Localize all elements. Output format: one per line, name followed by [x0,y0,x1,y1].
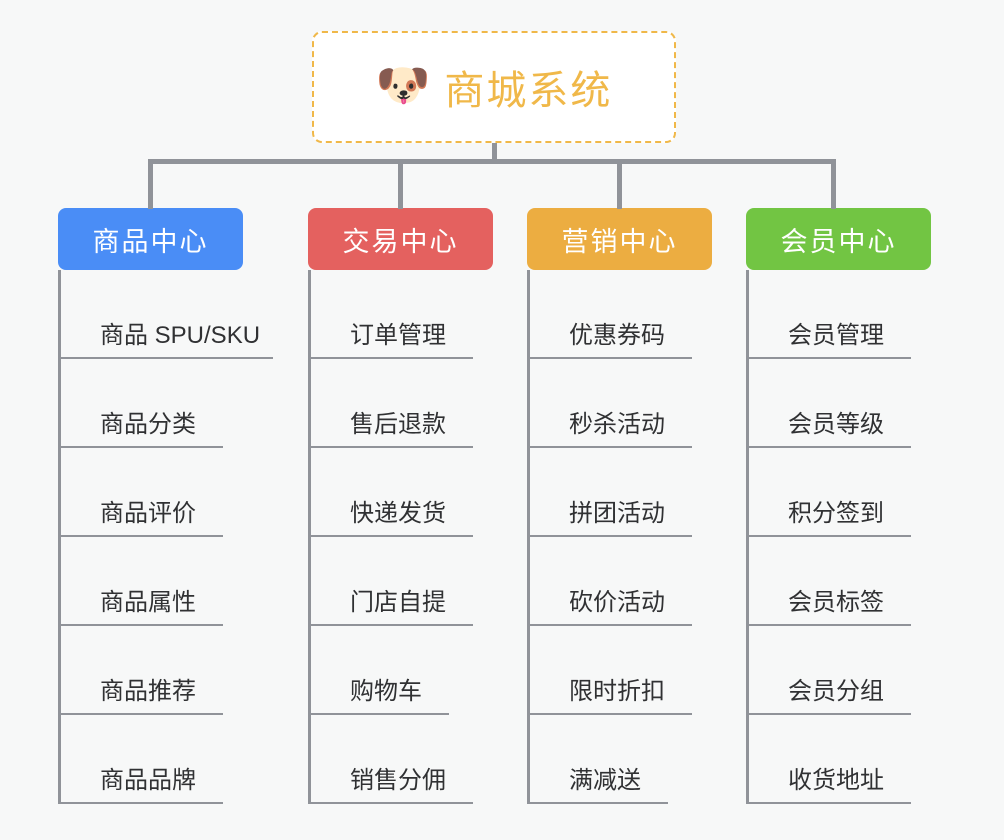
list-item-label: 商品属性 [100,589,196,616]
list-item-label: 商品分类 [100,411,196,438]
list-item-label: 会员分组 [788,678,884,705]
list-item[interactable]: 积分签到 [749,448,931,537]
item-underline [61,446,223,448]
item-underline [61,624,223,626]
list-item[interactable]: 会员分组 [749,626,931,715]
category-label: 会员中心 [780,226,897,257]
connector-drop-marketing-center [617,159,622,209]
list-item-label: 销售分佣 [350,767,446,794]
item-underline [61,802,223,804]
list-item-label: 商品推荐 [100,678,196,705]
list-item[interactable]: 砍价活动 [530,537,712,626]
list-item[interactable]: 商品推荐 [61,626,243,715]
item-underline [311,357,473,359]
item-underline [530,802,668,804]
list-item[interactable]: 收货地址 [749,715,931,804]
connector-drop-trade-center [398,159,403,209]
item-underline [749,713,911,715]
list-item-label: 秒杀活动 [569,411,665,438]
list-item[interactable]: 售后退款 [311,359,493,448]
list-item-label: 砍价活动 [569,589,665,616]
list-item[interactable]: 购物车 [311,626,493,715]
item-underline [530,357,692,359]
list-item-label: 限时折扣 [569,678,665,705]
item-underline [749,357,911,359]
list-item[interactable]: 限时折扣 [530,626,712,715]
list-item-label: 收货地址 [788,767,884,794]
category-label: 商品中心 [92,226,209,257]
list-item-label: 商品评价 [100,500,196,527]
item-underline [749,624,911,626]
connector-drop-member-center [831,159,836,209]
list-item-label: 拼团活动 [569,500,665,527]
item-underline [530,624,692,626]
item-underline [749,802,911,804]
list-item[interactable]: 会员等级 [749,359,931,448]
connector-horizontal-bus [148,159,834,164]
category-label: 营销中心 [561,226,678,257]
item-underline [311,713,449,715]
list-item[interactable]: 商品分类 [61,359,243,448]
list-item-label: 满减送 [569,767,641,794]
category-label: 交易中心 [342,226,459,257]
item-underline [311,535,473,537]
category-card-product-center[interactable]: 商品中心 [58,208,243,270]
list-item-label: 售后退款 [350,411,446,438]
list-item[interactable]: 会员管理 [749,270,931,359]
item-list-member-center: 会员管理会员等级积分签到会员标签会员分组收货地址 [746,270,931,804]
list-item-label: 会员管理 [788,322,884,349]
category-column-marketing-center: 营销中心优惠券码秒杀活动拼团活动砍价活动限时折扣满减送 [527,208,712,804]
category-card-marketing-center[interactable]: 营销中心 [527,208,712,270]
item-underline [61,713,223,715]
list-item-label: 会员等级 [788,411,884,438]
item-list-trade-center: 订单管理售后退款快递发货门店自提购物车销售分佣 [308,270,493,804]
list-item[interactable]: 商品品牌 [61,715,243,804]
list-item-label: 门店自提 [350,589,446,616]
item-underline [311,446,473,448]
category-column-member-center: 会员中心会员管理会员等级积分签到会员标签会员分组收货地址 [746,208,931,804]
item-list-marketing-center: 优惠券码秒杀活动拼团活动砍价活动限时折扣满减送 [527,270,712,804]
list-item[interactable]: 快递发货 [311,448,493,537]
list-item-label: 快递发货 [350,500,446,527]
list-item-label: 积分签到 [788,500,884,527]
list-item[interactable]: 商品属性 [61,537,243,626]
category-column-trade-center: 交易中心订单管理售后退款快递发货门店自提购物车销售分佣 [308,208,493,804]
root-node-title: 商城系统 [444,69,613,113]
item-underline [311,624,473,626]
item-underline [749,535,911,537]
item-underline [61,535,223,537]
connector-drop-product-center [148,159,153,209]
list-item-label: 优惠券码 [569,322,665,349]
list-item[interactable]: 优惠券码 [530,270,712,359]
root-node-mall-system[interactable]: 🐶 商城系统 [312,31,676,143]
list-item-label: 商品品牌 [100,767,196,794]
item-underline [530,535,692,537]
item-underline [749,446,911,448]
list-item[interactable]: 订单管理 [311,270,493,359]
list-item[interactable]: 门店自提 [311,537,493,626]
list-item[interactable]: 会员标签 [749,537,931,626]
category-card-member-center[interactable]: 会员中心 [746,208,931,270]
list-item-label: 会员标签 [788,589,884,616]
list-item[interactable]: 商品评价 [61,448,243,537]
item-list-product-center: 商品 SPU/SKU 商品分类商品评价商品属性商品推荐商品品牌 [58,270,273,804]
item-underline [530,713,692,715]
list-item[interactable]: 商品 SPU/SKU [61,270,273,359]
connector-root-stem [492,143,497,163]
shiba-dog-icon: 🐶 [375,61,431,110]
list-item[interactable]: 秒杀活动 [530,359,712,448]
list-item-label: 订单管理 [350,322,446,349]
category-card-trade-center[interactable]: 交易中心 [308,208,493,270]
category-column-product-center: 商品中心商品 SPU/SKU 商品分类商品评价商品属性商品推荐商品品牌 [58,208,273,804]
list-item[interactable]: 销售分佣 [311,715,493,804]
list-item-label: 商品 SPU/SKU [100,322,261,349]
item-underline [530,446,692,448]
item-underline [311,802,473,804]
list-item-label: 购物车 [350,678,422,705]
list-item[interactable]: 拼团活动 [530,448,712,537]
list-item[interactable]: 满减送 [530,715,712,804]
item-underline [61,357,273,359]
